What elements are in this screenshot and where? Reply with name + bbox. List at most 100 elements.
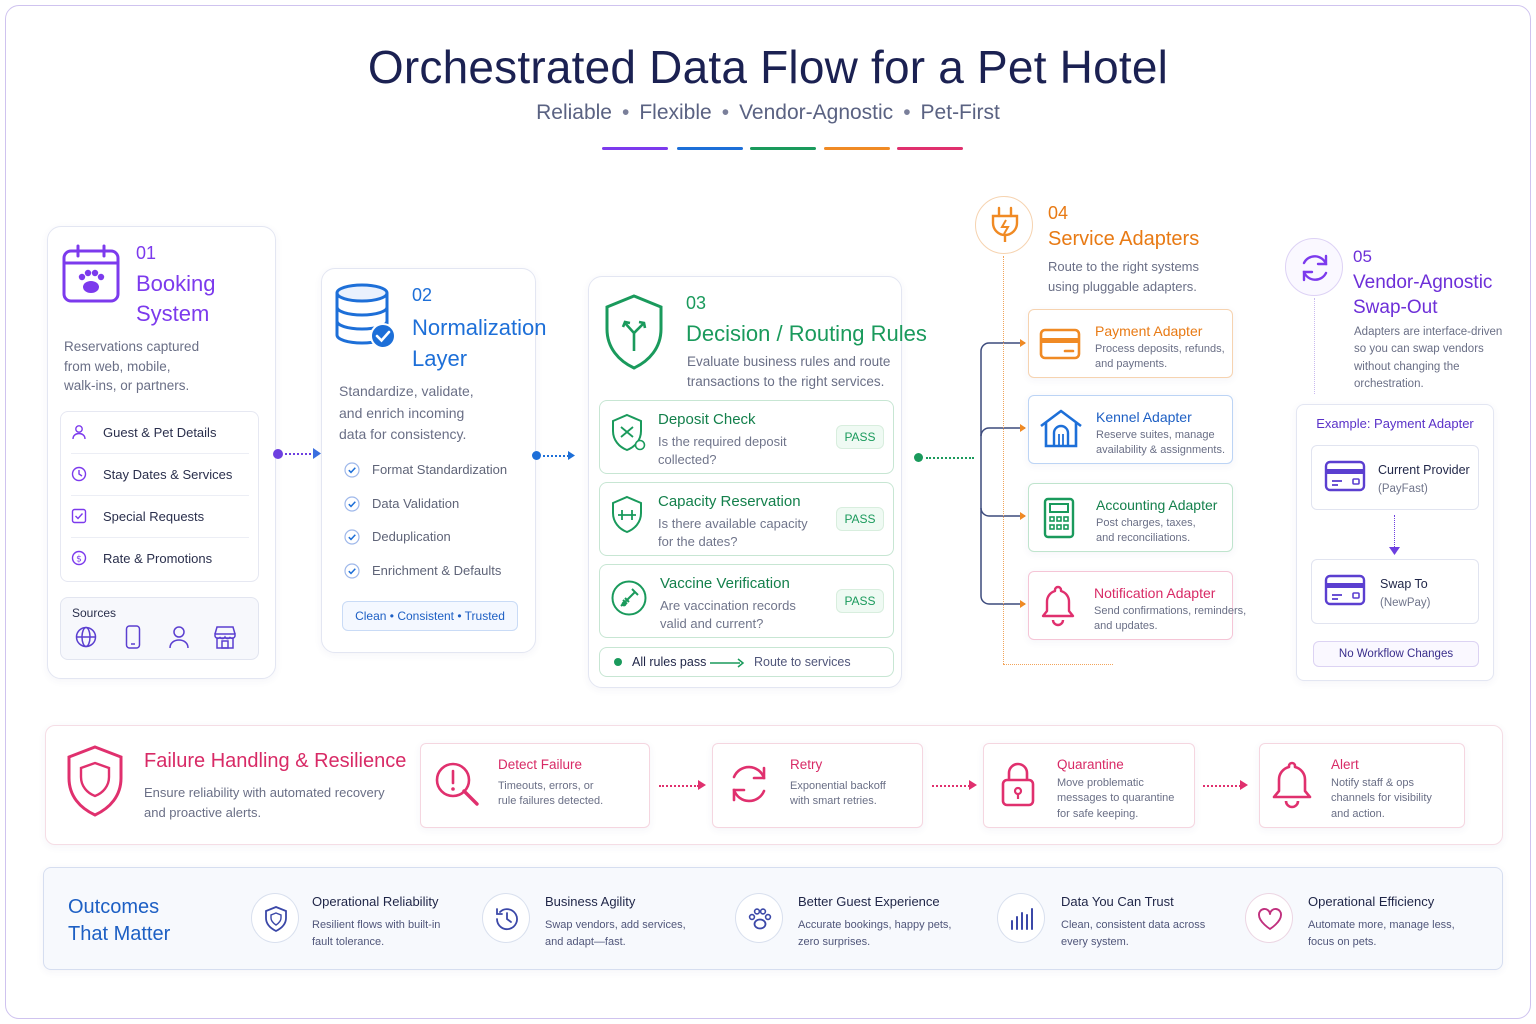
check-circle-icon [344,462,360,478]
status-badge: PASS [836,589,884,613]
adapters-number: 04 [1048,203,1069,223]
failure-handling-section: Failure Handling & Resilience Ensure rel… [45,725,1503,845]
page-subtitle: Reliable•Flexible•Vendor-Agnostic•Pet-Fi… [536,101,1000,124]
connector-line [543,455,569,457]
status-badge: PASS [836,507,884,531]
arrow-right-icon [969,780,977,790]
page-frame [5,5,1531,1019]
outcome-title: Business Agility [545,894,636,909]
check-circle-icon [344,529,360,545]
swap-number: 05 [1353,247,1372,266]
adapter-guide-line [1003,664,1113,665]
adapters-icon-badge [975,196,1033,254]
routing-summary-bar: All rules pass Route to services [599,647,894,677]
connector-line [1203,785,1241,787]
connector-line [659,785,699,787]
globe-icon [75,626,97,648]
arrow-down-icon [1389,547,1400,555]
list-item: $ Rate & Promotions [71,538,249,580]
list-item: Guest & Pet Details [71,412,249,454]
connector-dot [273,449,283,459]
booking-details-list: Guest & Pet Details Stay Dates & Service… [60,411,259,582]
outcome-title: Operational Efficiency [1308,894,1435,909]
shield-routing-icon [605,294,663,370]
person-icon [72,425,86,440]
notification-adapter-card: Notification Adapter Send confirmations,… [1028,571,1246,640]
magnifier-alert-icon [435,762,479,806]
connector-line [926,457,974,459]
plug-icon [991,206,1019,242]
bar-chart-icon [1011,908,1033,930]
accent-bar-green [750,147,816,150]
clock-refresh-icon [496,908,518,931]
credit-card-icon [1039,328,1081,360]
accent-bar-blue [677,147,743,150]
normalization-description: Standardize, validate,and enrich incomin… [339,383,474,443]
accent-bar-orange [824,147,890,150]
outcome-badge [1245,893,1293,943]
list-item: Stay Dates & Services [71,454,249,496]
svg-text:$: $ [76,555,82,565]
decision-title: Decision / Routing Rules [686,321,927,346]
normalization-number: 02 [412,285,433,305]
booking-number: 01 [136,243,157,263]
kennel-house-icon [1040,409,1082,448]
payment-adapter-example-panel: Example: Payment Adapter Current Provide… [1296,404,1494,681]
list-item: Special Requests [71,496,249,538]
outcome-title: Data You Can Trust [1061,894,1174,909]
decision-number: 03 [686,293,707,313]
shield-icon [265,906,287,933]
normalization-footer-badge: Clean • Consistent • Trusted [342,601,518,631]
arrow-right-icon [698,780,706,790]
accounting-adapter-card: Accounting Adapter Post charges, taxes,a… [1028,483,1233,552]
calendar-paw-icon [62,244,120,303]
database-check-icon [335,283,396,349]
adapter-branch-connectors [980,339,1026,608]
check-circle-icon [344,563,360,579]
adapter-guide-line [1003,256,1004,664]
connector-dot [914,453,923,462]
calculator-icon [1043,497,1075,539]
shield-capacity-icon [612,495,642,534]
dollar-icon: $ [71,550,87,566]
no-workflow-changes-badge: No Workflow Changes [1313,641,1479,667]
accent-bar-purple [602,147,668,150]
accent-bar-pink [897,147,963,150]
padlock-icon [1001,762,1035,807]
clock-icon [71,466,87,482]
outcome-badge [251,893,299,943]
bell-icon [1041,585,1075,627]
arrow-right-icon [1240,780,1248,790]
connector-line [932,785,970,787]
arrow-right-icon [568,451,575,460]
outcome-badge [482,893,530,943]
sources-panel: Sources [60,597,259,660]
swap-guide-line [1314,298,1315,394]
example-heading: Example: Payment Adapter [1316,416,1474,431]
paw-icon [748,908,772,930]
swap-arrow-line [1394,515,1395,549]
shield-deposit-icon [612,413,646,452]
walk-in-person-icon [169,626,189,649]
failure-description: Ensure reliability with automated recove… [144,785,385,821]
arrow-right-icon [710,658,745,668]
swap-to-provider-card: Swap To (NewPay) [1311,559,1479,624]
payment-adapter-card: Payment Adapter Process deposits, refund… [1028,309,1233,378]
retry-icon [732,765,766,803]
outcome-badge [735,893,783,943]
vaccine-syringe-icon [611,580,647,616]
shield-icon [67,745,123,817]
